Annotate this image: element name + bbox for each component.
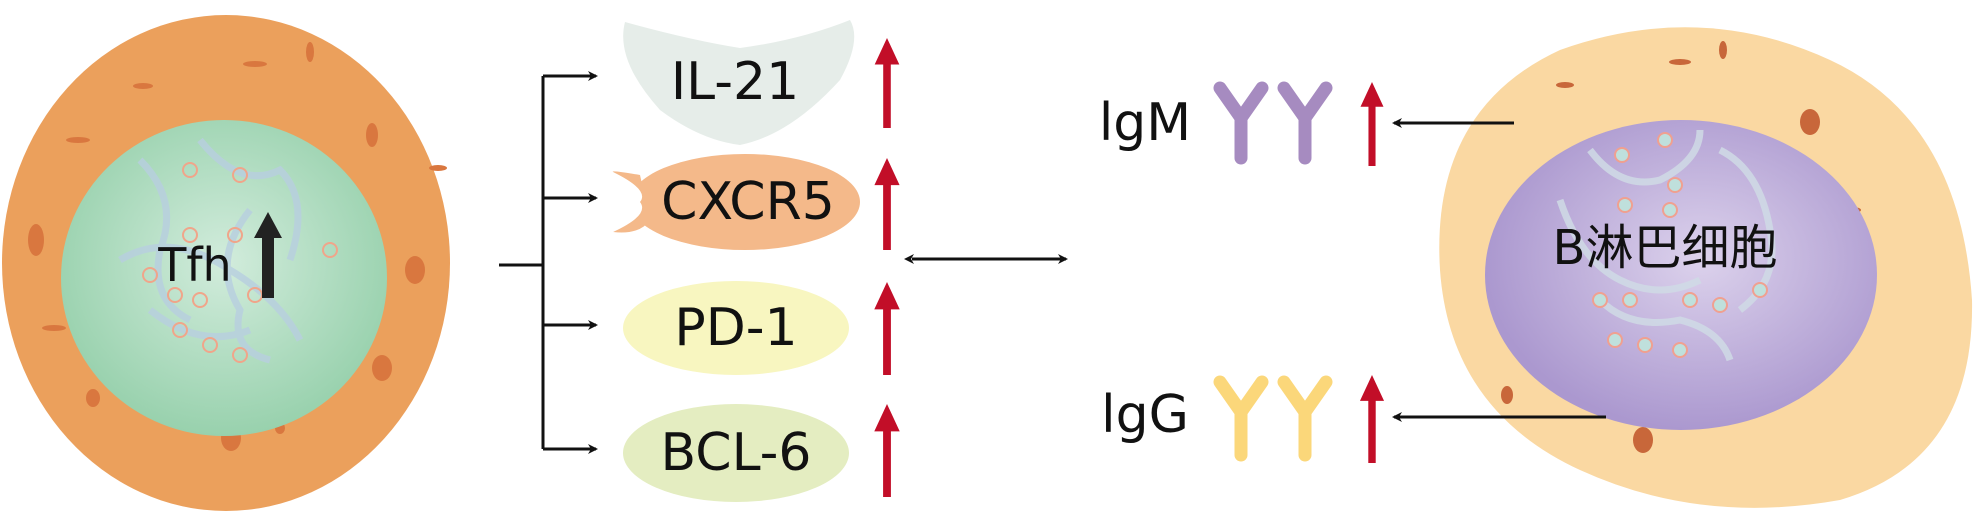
pd1-increase-arrow-icon — [874, 282, 900, 375]
il21-increase-arrow-icon — [874, 38, 900, 128]
cxcr5-shape — [630, 154, 860, 250]
antibody-igm: lgM — [1099, 81, 1514, 166]
il21-label: IL-21 — [671, 52, 799, 112]
igg-label: lgG — [1101, 385, 1189, 445]
marker-cxcr5: CXCR5 — [600, 154, 900, 250]
b-cell-label: B淋巴细胞 — [1553, 220, 1778, 276]
igg-antibody-icons — [1213, 375, 1333, 462]
il21-shape — [623, 20, 855, 145]
bcl6-increase-arrow-icon — [874, 404, 900, 497]
tfh-cell: Tfh — [2, 15, 450, 511]
bcl6-shape — [623, 404, 849, 502]
antibody-igg: lgG — [1101, 375, 1606, 463]
tfh-label: Tfh — [157, 238, 231, 292]
igm-increase-arrow-icon — [1360, 82, 1384, 166]
b-granules — [1592, 132, 1768, 358]
cxcr5-increase-arrow-icon — [874, 158, 900, 250]
tfh-increase-arrow-icon — [254, 212, 282, 298]
bcl6-label: BCL-6 — [661, 423, 812, 483]
cxcr5-label: CXCR5 — [661, 172, 835, 232]
b-cell: B淋巴细胞 — [1439, 27, 1973, 508]
marker-bcl6: BCL-6 — [623, 404, 900, 502]
pd1-label: PD-1 — [674, 298, 797, 358]
igm-antibody-icons — [1213, 81, 1333, 165]
igm-label: lgM — [1099, 93, 1191, 153]
tfh-granules — [142, 162, 338, 363]
branch-connector — [499, 71, 598, 454]
marker-il21: IL-21 — [623, 20, 900, 145]
pd1-shape — [623, 281, 849, 375]
tfh-chromatin — [118, 137, 304, 364]
tfh-nucleus — [61, 120, 387, 436]
b-nucleus — [1485, 120, 1877, 430]
marker-pd1: PD-1 — [623, 281, 900, 375]
igg-increase-arrow-icon — [1359, 375, 1385, 463]
